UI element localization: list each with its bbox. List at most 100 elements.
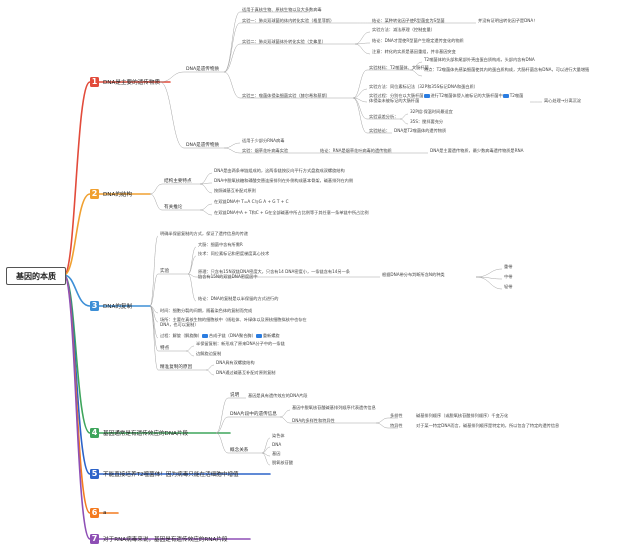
b1-exp3-error[interactable]: 实验误差分析： xyxy=(369,114,399,119)
branch-1-number: 1 xyxy=(90,76,99,87)
branch-3-number: 3 xyxy=(90,300,99,311)
b4-concept[interactable]: 概念关系 xyxy=(230,448,249,453)
b3-place-line-2: DNA，也可以复制） xyxy=(160,322,199,327)
b4-nucleotide: 脱氧核苷酸 xyxy=(272,460,293,465)
b3-process: 过程：解旋（解旋酶） 合成子链（DNA聚合酶） 重新螺旋 xyxy=(160,333,280,338)
b1-exp2-method: 实验方法：减法原理（控制变量） xyxy=(372,27,435,32)
root-node[interactable]: 基因的本质 xyxy=(6,267,66,285)
b4-dna: DNA xyxy=(272,442,282,447)
b4-specificity-text: 对于某一特定DNA而言，碱基排列顺序是特定的，所以包含了特定的遗传信息 xyxy=(416,423,560,428)
b4-info-diversity: DNA的多样性和特异性 xyxy=(292,418,335,423)
b1-exp3-material-detail-2: 特点：T2噬菌体先感染细菌使其内的蛋白质构成，大肠杆菌含有DNA，可以进行大量增… xyxy=(424,67,634,72)
b3-band-light: 轻带 xyxy=(504,284,513,289)
arrow-icon xyxy=(256,334,263,338)
b1-sub2-summary: DNA是主要遗传物质，最少数病毒遗传物质是RNA xyxy=(430,148,524,153)
b3-process-step-3: 重新螺旋 xyxy=(262,333,280,338)
b1-exp3-material: 实验材料：T2噬菌体、大肠杆菌 xyxy=(369,65,429,70)
branch-5-number: 5 xyxy=(90,468,99,479)
arrow-icon xyxy=(423,94,430,98)
branch-7-number: 7 xyxy=(90,533,99,544)
b1-exp3-material-detail-1: T2噬菌体的头部和尾部外壳由蛋白质构成，头部内含有DNA xyxy=(424,57,535,62)
b2-structure-1: DNA是由两条单链组成的，这两条链按反向平行方式盘旋成双螺旋结构 xyxy=(214,168,345,173)
b3-feature-2: 边解旋边复制 xyxy=(196,351,222,356)
b3-accuracy-1: DNA具有双螺旋结构 xyxy=(216,360,255,365)
b1-exp1-conclusion: 结论：某种转化因子使R型菌变为S型菌 xyxy=(372,18,445,23)
b3-exp-conclusion: 结论：DNA的复制是以半保留的方式进行的 xyxy=(198,296,279,301)
b3-band-middle: 中带 xyxy=(504,274,513,279)
b4-explain-text: 基因是具有遗传效应的DNA片段 xyxy=(248,393,308,398)
b3-feature-1: 半保留复制：新形成了原来DNA分子中的一条链 xyxy=(196,341,285,346)
b1-exp3-process-result: 离心处理→分离沉淀 xyxy=(544,98,582,103)
b4-gene: 基因 xyxy=(272,451,281,456)
b2-structure[interactable]: 结构主要特点 xyxy=(164,179,192,184)
b2-inference[interactable]: 有关推论 xyxy=(164,205,183,210)
b1-exp2-note: 注意：转化的实质是基因重组，并非基因突变 xyxy=(372,49,456,54)
b3-experiment[interactable]: 实验 xyxy=(160,269,170,274)
b1-exp3-error-2: 35S：搅拌要充分 xyxy=(410,119,444,124)
b3-exp-band-judge: 根据DNA带分布判断所含N的种类 xyxy=(382,272,445,277)
branch-6[interactable]: 6 a xyxy=(90,506,108,519)
b1-exp3-material-detail-2-text: 特点：T2噬菌体先感染细菌使其内的蛋白质构成，大肠杆菌含有DNA，可以进行大量增… xyxy=(424,67,590,72)
b1-exp3-process-part-3: T2噬菌 xyxy=(509,93,524,98)
b3-process-step-2: 合成子链（DNA聚合酶） xyxy=(208,333,256,338)
b3-note-1: 明确半保留复制的方式，保证了遗传信息的传递 xyxy=(160,231,248,236)
branch-6-number: 6 xyxy=(90,507,99,518)
b1-sub2-scope: 适用于少部分RNA病毒 xyxy=(242,138,285,143)
b1-intro: 适用于真核生物、原核生物以及大多数病毒 xyxy=(242,7,322,12)
b1-sub2[interactable]: DNA是遗传物质 xyxy=(186,143,220,148)
b1-sub1[interactable]: DNA是遗传物质 xyxy=(186,67,220,72)
b1-exp3[interactable]: 实验三：噬菌体侵染细菌实验（赫尔希和蔡斯） xyxy=(242,93,330,98)
b1-exp3-process-part-4: 体侵染未被标记的大肠杆菌 xyxy=(369,98,420,103)
branch-7[interactable]: 7 对于RNA病毒来说，基因是有遗传效应的RNA片段 xyxy=(90,532,229,545)
b4-diversity[interactable]: 多样性 xyxy=(390,413,403,418)
b3-accuracy[interactable]: 精准复制的原因 xyxy=(160,365,193,370)
b3-accuracy-2: DNA通过碱基互补配对原则复制 xyxy=(216,370,276,375)
branch-4[interactable]: 4 基因通常是有遗传效应的DNA片段 xyxy=(90,426,190,439)
b3-exp-principle-line-1: 原理：只含有15N双链DNA密度大，只含有14 DNA密度小，一条链含有14另一… xyxy=(198,269,350,274)
branch-4-label: 基因通常是有遗传效应的DNA片段 xyxy=(103,430,189,437)
b1-exp3-process-part-2: 进行T2噬菌体侵入被标记的大肠杆菌中 xyxy=(430,93,503,98)
branch-3-label: DNA的复制 xyxy=(103,303,133,310)
b4-chromosome: 染色体 xyxy=(272,433,285,438)
b3-band-heavy: 重带 xyxy=(504,264,513,269)
branch-1-label: DNA是主要的遗传物质 xyxy=(103,79,161,86)
b3-place-line-1: 场所：主要在真核生物的细胞核中（线粒体、叶绿体以及原核细胞拟核中也存在 xyxy=(160,317,307,322)
branch-5-label: 不能直接培养T2噬菌体！因为病毒只能在活细胞中增值 xyxy=(103,471,239,478)
branch-1[interactable]: 1 DNA是主要的遗传物质 xyxy=(90,75,162,88)
b1-exp3-conclusion[interactable]: 实验结论： xyxy=(369,128,390,133)
branch-2-number: 2 xyxy=(90,188,99,199)
b4-diversity-text: 碱基排列顺序（或脱氧核苷酸排列顺序）千变万化 xyxy=(416,413,509,418)
branch-2-label: DNA的结构 xyxy=(103,191,133,198)
b3-process-step-1: 过程：解旋（解旋酶） xyxy=(160,333,202,338)
b3-exp-principle: 原理：只含有15N双链DNA密度大，只含有14 DNA密度小，一条链含有14另一… xyxy=(198,269,350,279)
branch-3[interactable]: 3 DNA的复制 xyxy=(90,299,134,312)
b1-exp2-conclusion: 结论：DNA才是使R型菌产生稳定遗传变化的物质 xyxy=(372,38,464,43)
arrow-icon xyxy=(503,94,510,98)
b1-exp2[interactable]: 实验二：肺炎双球菌体外转化实验（艾弗里） xyxy=(242,39,326,44)
b3-exp-material: 大肠：细菌中含有所需R xyxy=(198,242,243,247)
b1-exp3-conclusion-text: DNA是T2噬菌体的遗传物质 xyxy=(394,128,447,133)
b3-exp-principle-line-2: 链含有15N的双链DNA密度居中 xyxy=(198,274,258,279)
b4-genetic-info[interactable]: DNA片段中的遗传信息 xyxy=(230,412,277,417)
b1-exp1-note: 并没有证明出转化因子是DNA！ xyxy=(478,18,538,23)
b4-info-order: 基因中脱氧核苷酸碱基排列顺序代表遗传信息 xyxy=(292,405,376,410)
b1-sub2-conclusion: 结论：RNA是烟草花叶病毒的遗传物质 xyxy=(320,148,392,153)
b2-structure-2: DNA中脱氧核糖和磷酸交替连接排列在外侧构成基本骨架，碱基排列在内侧 xyxy=(214,178,354,183)
b1-exp3-process-part-1: 实验过程：分别在以大肠杆菌 xyxy=(369,93,424,98)
b4-explain[interactable]: 说明 xyxy=(230,393,240,398)
b2-inference-2: 在双链DNA中A + T和C + G在全部碱基中所占比例等于其任意一条单链中所占… xyxy=(214,210,369,215)
b3-exp-technique: 技术：同位素标记和密度梯度离心技术 xyxy=(198,251,270,256)
branch-5[interactable]: 5 不能直接培养T2噬菌体！因为病毒只能在活细胞中增值 xyxy=(90,467,241,480)
b2-inference-1: 在双链DNA中 T=A C与G A + G T + C xyxy=(214,199,289,204)
b1-exp1[interactable]: 实验一：肺炎双球菌的体内转化实验（格里菲斯） xyxy=(242,18,335,23)
b3-features[interactable]: 特点 xyxy=(160,346,170,351)
arrow-icon xyxy=(202,334,209,338)
b1-exp3-process: 实验过程：分别在以大肠杆菌 进行T2噬菌体侵入被标记的大肠杆菌中 T2噬菌体侵染未被… xyxy=(369,93,523,103)
b1-sub2-experiment: 实验：烟草花叶病毒实验 xyxy=(242,148,289,153)
branch-2[interactable]: 2 DNA的结构 xyxy=(90,187,134,200)
branch-7-label: 对于RNA病毒来说，基因是有遗传效应的RNA片段 xyxy=(103,536,228,543)
b1-exp3-error-1: 32P组:保温时间最适宜 xyxy=(410,109,453,114)
b4-specificity[interactable]: 特异性 xyxy=(390,423,403,428)
branch-4-number: 4 xyxy=(90,427,99,438)
